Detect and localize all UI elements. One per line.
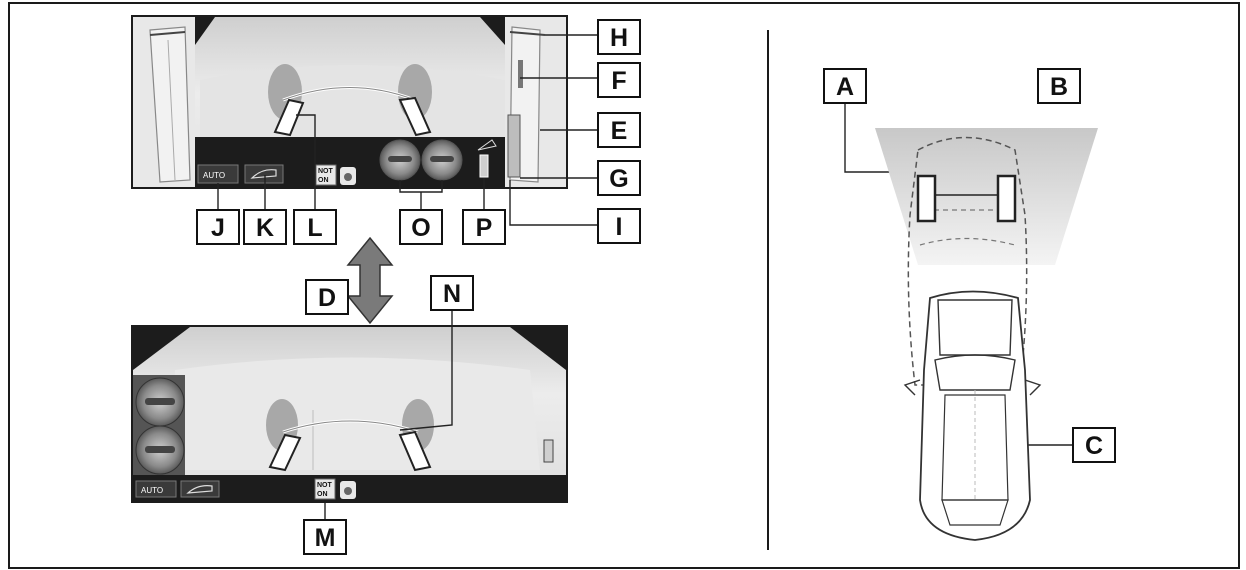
bottom-badge-line2: ON: [317, 491, 328, 498]
top-vehicle-icon: [250, 169, 277, 179]
label-E: E: [611, 117, 628, 145]
top-badge-line1: NOT: [318, 168, 334, 175]
label-C: C: [1085, 432, 1103, 460]
label-box-N: [430, 275, 474, 311]
top-inclination-icon: [479, 154, 489, 178]
label-box-E: [597, 112, 641, 148]
label-J: J: [211, 214, 225, 242]
top-badge-line2: ON: [318, 177, 329, 184]
top-right-tire-band: [507, 114, 521, 178]
front-right-tire-box: [996, 174, 1017, 223]
bottom-monitor-screen: AUTO NOT ON: [131, 325, 568, 503]
top-corner-left: [195, 17, 215, 45]
leader-lines: [217, 34, 1073, 520]
left-mirror: [903, 379, 921, 396]
top-right-tire-guide: [398, 96, 432, 137]
label-box-H: [597, 19, 641, 55]
label-O: O: [411, 214, 430, 242]
bottom-vehicle-icon-button[interactable]: [180, 480, 220, 498]
top-right-guide-line: [509, 31, 546, 36]
label-box-G: [597, 160, 641, 196]
label-B: B: [1050, 73, 1068, 101]
label-M: M: [315, 524, 336, 552]
label-box-A: [823, 68, 867, 104]
label-H: H: [610, 24, 628, 52]
top-corner-right: [480, 17, 505, 45]
bottom-right-tire-guide: [398, 430, 432, 472]
bottom-inclination-icon: [543, 439, 554, 463]
label-box-B: [1037, 68, 1081, 104]
top-auto-button-text: AUTO: [203, 171, 225, 180]
projected-vehicle-outline: [907, 136, 1028, 386]
label-box-K: [243, 209, 287, 245]
right-mirror: [1024, 379, 1042, 396]
label-box-F: [597, 62, 641, 98]
label-P: P: [476, 214, 493, 242]
label-box-P: [462, 209, 506, 245]
label-box-L: [293, 209, 337, 245]
top-not-on-badge: [315, 164, 337, 186]
label-box-D: [305, 279, 349, 315]
front-left-tire-box: [916, 174, 937, 223]
switch-arrow-icon: [346, 236, 394, 325]
label-box-M: [303, 519, 347, 555]
camera-coverage-area: [875, 128, 1098, 265]
label-G: G: [609, 165, 628, 193]
top-left-guide-line: [149, 31, 186, 36]
actual-vehicle-outline: [919, 290, 1031, 541]
letter-labels: H F E G I J K L O P D N M A B C: [196, 19, 1116, 555]
vehicle-top-view: [875, 128, 1098, 541]
label-F: F: [611, 67, 626, 95]
label-box-O: [399, 209, 443, 245]
label-box-I: [597, 208, 641, 244]
label-A: A: [836, 73, 854, 101]
label-box-J: [196, 209, 240, 245]
label-I: I: [616, 213, 623, 241]
top-left-vehicle-side: [149, 26, 191, 183]
bottom-vehicle-icon: [186, 485, 213, 494]
bottom-auto-button-text: AUTO: [141, 486, 163, 495]
top-monitor-screen: AUTO NOT ON: [131, 15, 568, 189]
label-N: N: [443, 280, 461, 308]
label-L: L: [307, 214, 322, 242]
top-left-tire-guide: [273, 98, 305, 137]
bottom-left-tire-guide: [268, 433, 302, 472]
label-box-C: [1072, 427, 1116, 463]
label-D: D: [318, 284, 336, 312]
label-K: K: [256, 214, 274, 242]
bottom-not-on-badge: [314, 478, 336, 500]
bottom-badge-line1: NOT: [317, 482, 333, 489]
bottom-auto-button[interactable]: [135, 480, 177, 498]
top-vehicle-icon-button[interactable]: [244, 164, 284, 184]
